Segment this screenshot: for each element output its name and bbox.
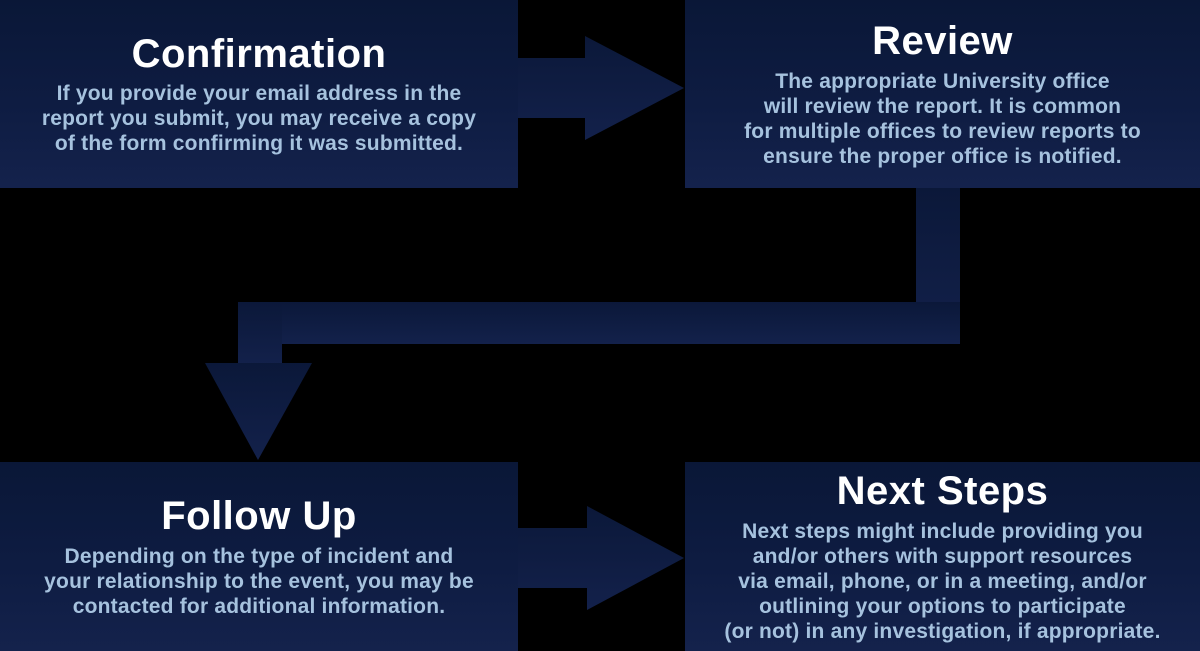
step-body-next-steps: Next steps might include providing you a…	[724, 519, 1161, 643]
step-title-follow-up: Follow Up	[161, 494, 357, 539]
step-title-confirmation: Confirmation	[131, 31, 387, 76]
step-body-follow-up: Depending on the type of incident and yo…	[44, 544, 474, 618]
step-box-review: Review The appropriate University office…	[685, 0, 1200, 188]
step-title-next-steps: Next Steps	[836, 469, 1049, 514]
step-body-review: The appropriate University office will r…	[744, 69, 1141, 168]
step-title-review: Review	[872, 19, 1013, 64]
right-arrow-icon	[518, 506, 684, 610]
step-body-confirmation: If you provide your email address in the…	[41, 82, 477, 156]
right-arrow-icon	[518, 36, 684, 140]
elbow-down-arrow-icon	[205, 188, 960, 460]
step-box-next-steps: Next Steps Next steps might include prov…	[685, 462, 1200, 651]
step-box-confirmation: Confirmation If you provide your email a…	[0, 0, 518, 188]
step-box-follow-up: Follow Up Depending on the type of incid…	[0, 462, 518, 651]
